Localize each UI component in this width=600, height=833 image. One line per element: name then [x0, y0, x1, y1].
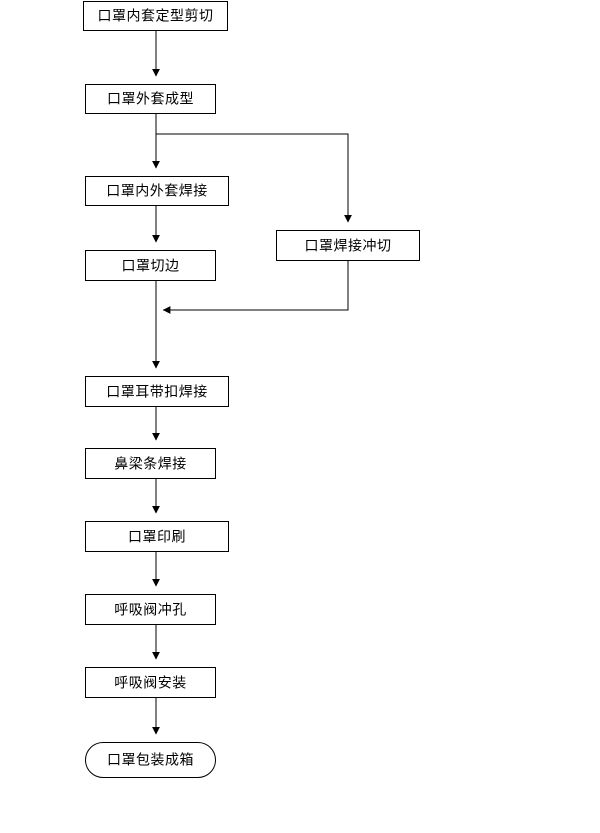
- edge-outer-cover-form-to-weld-punch-cut: [156, 133, 352, 223]
- node-label: 口罩耳带扣焊接: [106, 384, 208, 400]
- node-label: 鼻梁条焊接: [114, 456, 187, 472]
- node-label: 口罩焊接冲切: [304, 238, 392, 254]
- node-inner-cover-cut[interactable]: 口罩内套定型剪切: [83, 1, 228, 31]
- node-label: 口罩内外套焊接: [106, 183, 208, 200]
- node-label: 呼吸阀冲孔: [114, 602, 187, 618]
- edge-weld-punch-cut-to-main-line: [162, 261, 349, 314]
- node-label: 口罩外套成型: [107, 91, 194, 108]
- node-weld-punch-cut[interactable]: 口罩焊接冲切: [276, 230, 420, 261]
- node-outer-cover-form[interactable]: 口罩外套成型: [85, 84, 216, 114]
- node-inner-outer-weld[interactable]: 口罩内外套焊接: [85, 176, 229, 206]
- node-valve-install[interactable]: 呼吸阀安装: [85, 667, 216, 698]
- node-pack-into-cartons[interactable]: 口罩包装成箱: [85, 742, 216, 778]
- node-mask-printing[interactable]: 口罩印刷: [85, 521, 229, 552]
- node-label: 口罩切边: [121, 258, 180, 274]
- node-nose-bridge-weld[interactable]: 鼻梁条焊接: [85, 448, 216, 479]
- node-earloop-buckle-weld[interactable]: 口罩耳带扣焊接: [85, 376, 229, 407]
- node-edge-trim[interactable]: 口罩切边: [85, 250, 216, 281]
- node-label: 呼吸阀安装: [114, 675, 187, 691]
- node-label: 口罩印刷: [128, 529, 186, 545]
- node-label: 口罩包装成箱: [107, 752, 194, 769]
- node-label: 口罩内套定型剪切: [97, 8, 214, 25]
- node-valve-hole-punch[interactable]: 呼吸阀冲孔: [85, 594, 216, 625]
